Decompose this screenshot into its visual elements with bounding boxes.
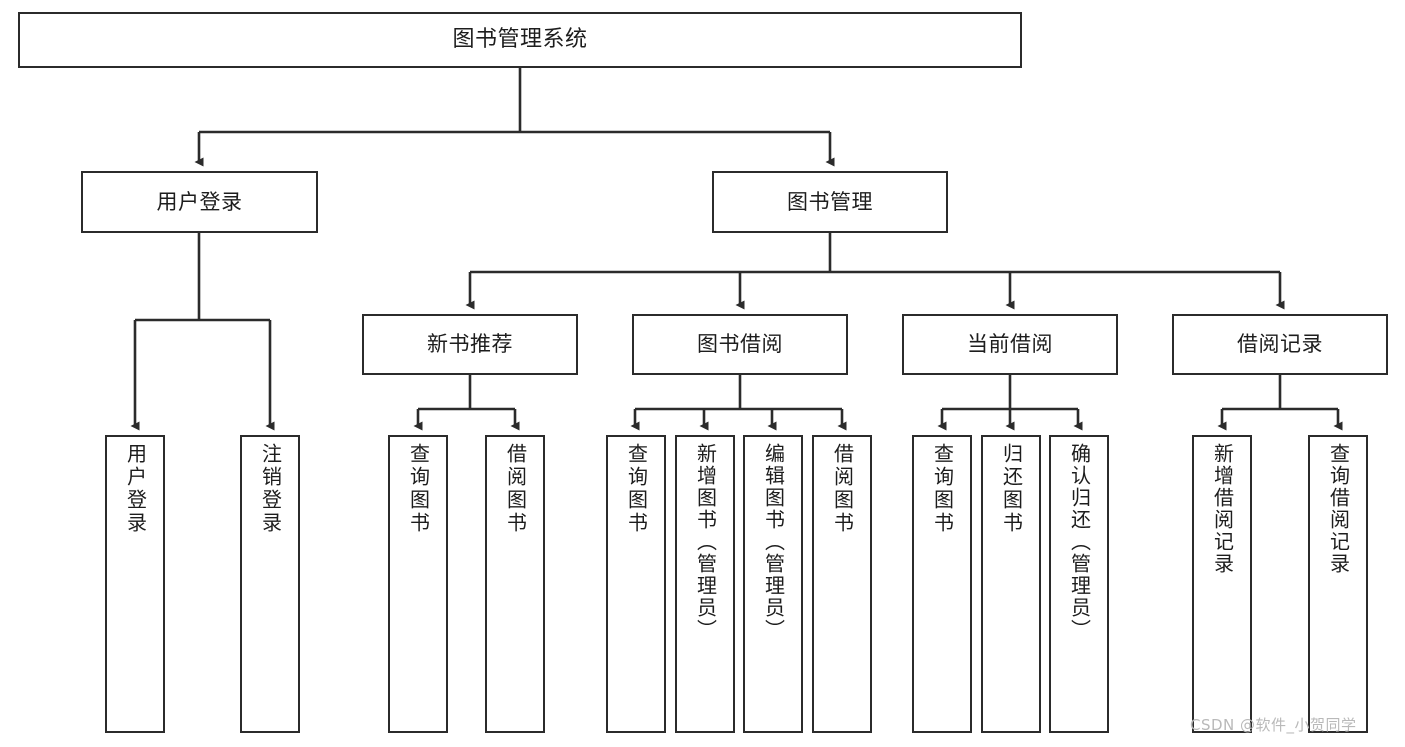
node-borrow-record[interactable]: 借阅记录 xyxy=(1172,314,1388,375)
node-leaf-query-record[interactable]: 查询借阅记录 xyxy=(1308,435,1368,733)
node-leaf-query-book-1[interactable]: 查询图书 xyxy=(388,435,448,733)
node-leaf-query-book-1-label: 查询图书 xyxy=(406,443,431,535)
node-book-borrow-label: 图书借阅 xyxy=(697,332,783,357)
node-user-login-label: 用户登录 xyxy=(156,189,243,214)
node-current-borrow-label: 当前借阅 xyxy=(967,332,1053,357)
node-current-borrow[interactable]: 当前借阅 xyxy=(902,314,1118,375)
node-leaf-user-login[interactable]: 用户登录 xyxy=(105,435,165,733)
node-leaf-logout-login-label: 注销登录 xyxy=(258,443,283,535)
node-leaf-logout-login[interactable]: 注销登录 xyxy=(240,435,300,733)
node-leaf-query-record-label: 查询借阅记录 xyxy=(1326,443,1351,575)
node-leaf-add-record[interactable]: 新增借阅记录 xyxy=(1192,435,1252,733)
node-leaf-query-book-2-label: 查询图书 xyxy=(624,443,649,535)
node-new-book-rec-label: 新书推荐 xyxy=(427,332,513,357)
node-leaf-add-book-label: 新增图书（管理员） xyxy=(693,443,718,641)
node-leaf-return-book[interactable]: 归还图书 xyxy=(981,435,1041,733)
node-new-book-rec[interactable]: 新书推荐 xyxy=(362,314,578,375)
node-leaf-borrow-book-2[interactable]: 借阅图书 xyxy=(812,435,872,733)
node-leaf-add-record-label: 新增借阅记录 xyxy=(1210,443,1235,575)
csdn-watermark: CSDN @软件_小贺同学 xyxy=(1190,716,1357,734)
node-leaf-borrow-book-2-label: 借阅图书 xyxy=(830,443,855,535)
node-root-label: 图书管理系统 xyxy=(452,27,588,53)
node-book-manage[interactable]: 图书管理 xyxy=(712,171,948,233)
node-leaf-edit-book[interactable]: 编辑图书（管理员） xyxy=(743,435,803,733)
node-leaf-confirm-return[interactable]: 确认归还（管理员） xyxy=(1049,435,1109,733)
node-leaf-user-login-label: 用户登录 xyxy=(123,443,148,535)
node-book-borrow[interactable]: 图书借阅 xyxy=(632,314,848,375)
node-leaf-borrow-book-1-label: 借阅图书 xyxy=(503,443,528,535)
node-leaf-query-book-3-label: 查询图书 xyxy=(930,443,955,535)
node-user-login[interactable]: 用户登录 xyxy=(81,171,318,233)
node-book-manage-label: 图书管理 xyxy=(787,189,873,214)
node-leaf-query-book-2[interactable]: 查询图书 xyxy=(606,435,666,733)
node-leaf-add-book[interactable]: 新增图书（管理员） xyxy=(675,435,735,733)
node-root[interactable]: 图书管理系统 xyxy=(18,12,1022,68)
node-leaf-query-book-3[interactable]: 查询图书 xyxy=(912,435,972,733)
node-leaf-edit-book-label: 编辑图书（管理员） xyxy=(761,443,786,641)
node-leaf-return-book-label: 归还图书 xyxy=(999,443,1024,535)
node-leaf-borrow-book-1[interactable]: 借阅图书 xyxy=(485,435,545,733)
node-leaf-confirm-return-label: 确认归还（管理员） xyxy=(1067,443,1092,641)
node-borrow-record-label: 借阅记录 xyxy=(1237,332,1323,357)
